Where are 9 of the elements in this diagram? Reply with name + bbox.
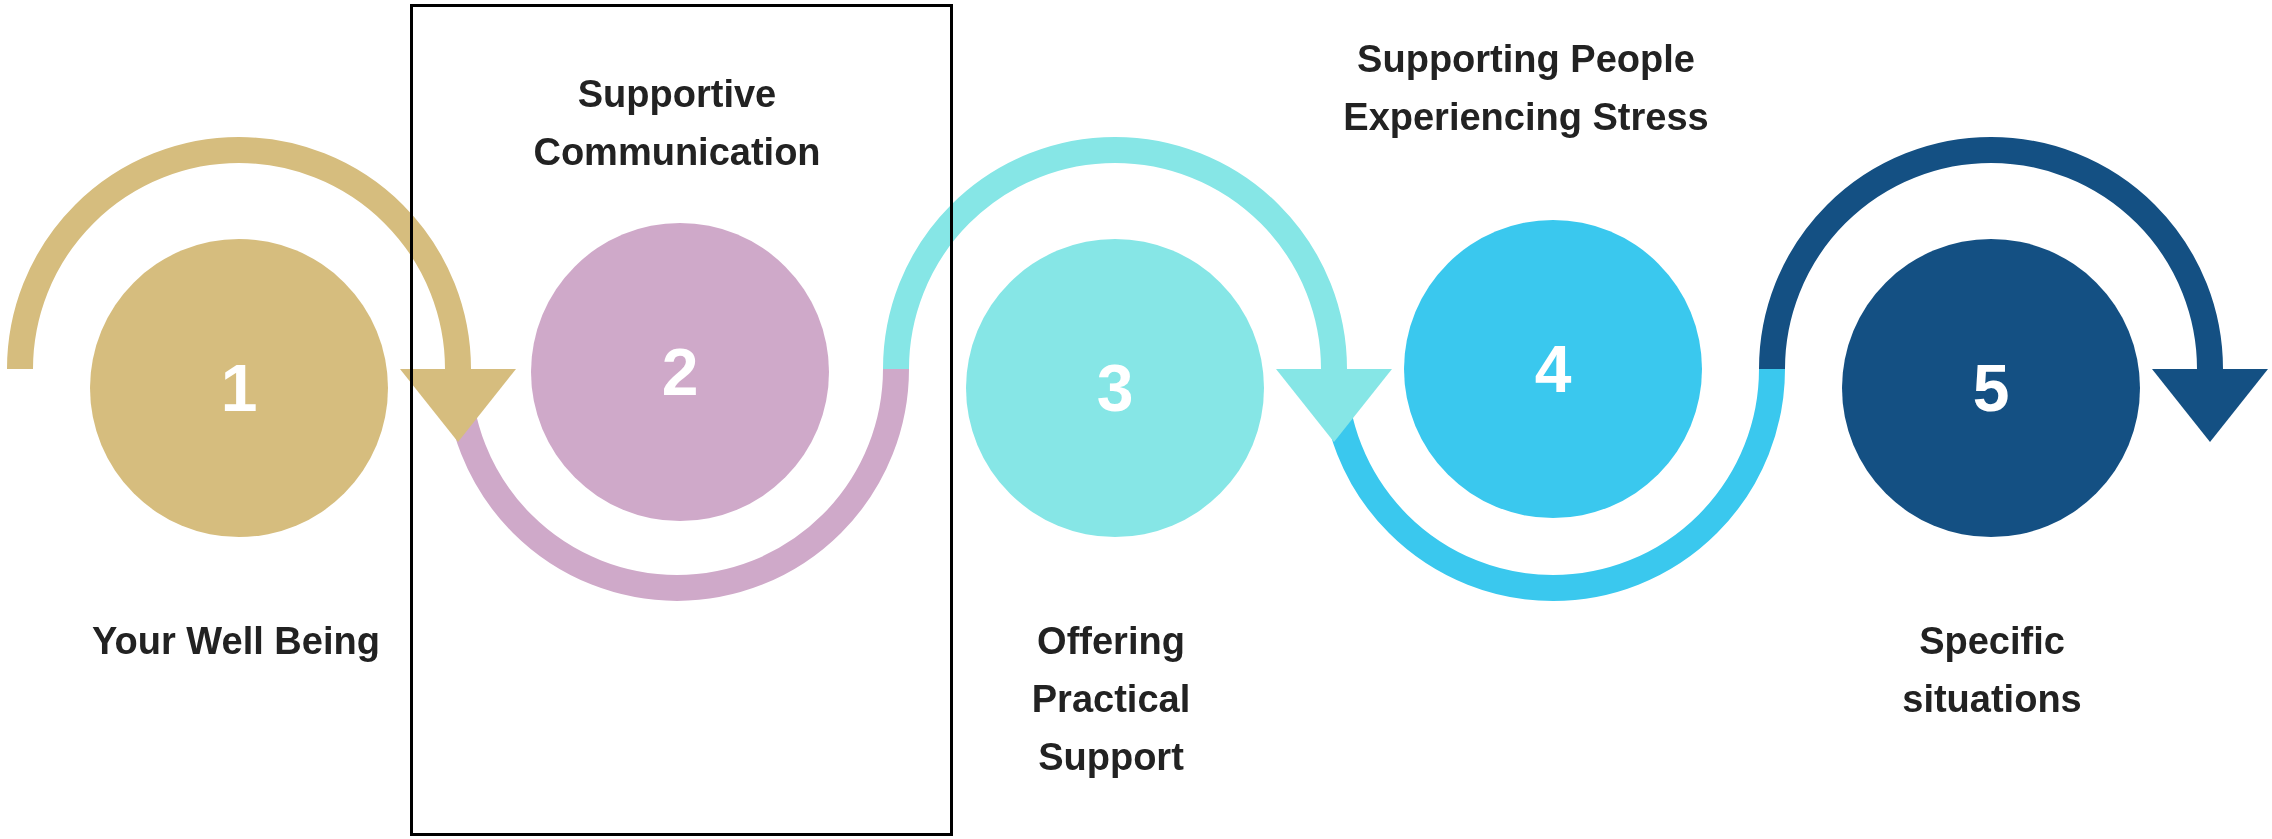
step-label: Supportive Communication [532,72,822,175]
highlight-frame [410,4,953,836]
step-label: Specific situations [1901,619,2083,722]
curved-arrow [883,137,1392,442]
curved-arrow [1759,137,2268,442]
step-label: Your Well Being [91,619,381,664]
step-label: Supporting People Experiencing Stress [1342,37,1710,140]
curved-arrow [7,137,516,442]
step-label: Offering Practical Support [1030,619,1192,780]
